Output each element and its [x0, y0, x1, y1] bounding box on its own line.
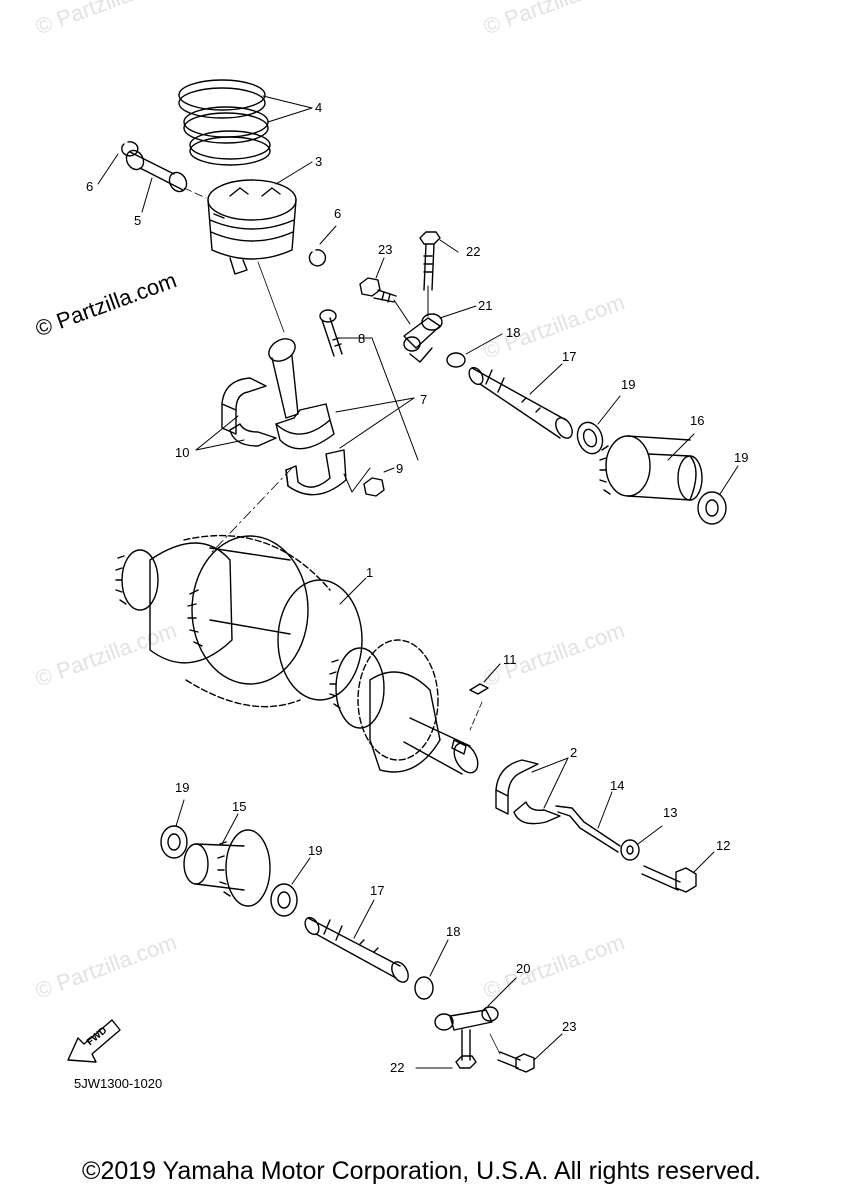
callout-7: 7 — [420, 392, 428, 407]
leader-17-upper — [529, 363, 563, 395]
connecting-rod[interactable] — [265, 334, 335, 450]
callout-23: 23 — [562, 1019, 577, 1034]
rod-bolt[interactable] — [319, 309, 343, 357]
callout-13: 13 — [663, 805, 678, 820]
callout-19: 19 — [621, 377, 636, 392]
bearing-19-lower-a[interactable] — [160, 825, 188, 859]
leader-15 — [221, 813, 239, 845]
callout-22: 22 — [466, 244, 481, 259]
leader-2 — [531, 757, 569, 809]
axis-piston-rod — [257, 261, 285, 333]
bearing-19-upper-b[interactable] — [697, 491, 727, 525]
callout-18: 18 — [506, 325, 521, 340]
key-11[interactable] — [469, 683, 489, 695]
bolt-23-lower[interactable] — [497, 1051, 535, 1073]
callout-18: 18 — [446, 924, 461, 939]
leader-19-lower-b — [291, 857, 311, 885]
bearing-19-upper-a[interactable] — [573, 419, 606, 457]
callout-3: 3 — [315, 154, 323, 169]
rod-bearings[interactable] — [221, 377, 277, 447]
leader-20 — [487, 977, 517, 1007]
main-bearings[interactable] — [495, 759, 561, 825]
callout-10: 10 — [175, 445, 190, 460]
gear-15[interactable] — [183, 829, 271, 907]
callout-23: 23 — [378, 242, 393, 257]
copyright-notice: ©2019 Yamaha Motor Corporation, U.S.A. A… — [82, 1157, 761, 1185]
shaft-17-lower[interactable] — [302, 915, 411, 985]
callout-17: 17 — [370, 883, 385, 898]
callout-19: 19 — [734, 450, 749, 465]
callout-21: 21 — [478, 298, 493, 313]
callout-1: 1 — [366, 565, 374, 580]
o-ring-18-lower[interactable] — [414, 976, 434, 1000]
leader-5 — [141, 177, 153, 213]
bolt-22-upper[interactable] — [419, 231, 441, 291]
callout-9: 9 — [396, 461, 404, 476]
leader-11 — [483, 663, 501, 683]
callout-11: 11 — [503, 652, 517, 667]
lever-20[interactable] — [434, 1006, 499, 1031]
leader-18-lower — [429, 939, 449, 977]
callout-4: 4 — [315, 100, 323, 115]
callout-14: 14 — [610, 778, 625, 793]
callout-12: 12 — [716, 838, 731, 853]
fwd-arrow-icon — [67, 1019, 121, 1063]
leader-1 — [339, 577, 367, 605]
leader-12 — [693, 851, 715, 873]
leader-23-lower — [533, 1033, 563, 1061]
leader-13 — [637, 825, 663, 845]
bolt-23-upper[interactable] — [359, 277, 397, 303]
callout-17: 17 — [562, 349, 577, 364]
leader-16 — [667, 433, 695, 461]
callout-20: 20 — [516, 961, 531, 976]
bolt-12[interactable] — [641, 865, 697, 893]
crankshaft[interactable] — [115, 534, 483, 777]
axis-lever-bolt — [489, 1033, 501, 1055]
leader-19-upper-b — [719, 465, 739, 495]
axis-key — [469, 701, 483, 731]
leaders-7-8-9 — [335, 337, 419, 493]
callout-6: 6 — [86, 179, 94, 194]
callout-2: 2 — [570, 745, 578, 760]
callout-22: 22 — [390, 1060, 405, 1075]
leader-4 — [262, 95, 313, 123]
leader-3 — [275, 161, 313, 185]
callout-19: 19 — [308, 843, 323, 858]
circlip-right[interactable] — [308, 249, 327, 267]
piston-pin[interactable] — [123, 147, 190, 194]
leader-19-lower-a — [175, 799, 185, 827]
circlip-left[interactable] — [121, 141, 139, 157]
callout-8: 8 — [358, 331, 366, 346]
rod-nut-9[interactable] — [363, 477, 385, 497]
leader-14 — [597, 791, 613, 829]
rod-cap[interactable] — [285, 449, 347, 496]
pin-axis — [183, 187, 207, 199]
lever-21[interactable] — [403, 313, 443, 363]
piston[interactable] — [207, 179, 297, 275]
callout-16: 16 — [690, 413, 705, 428]
leaders-21-22-23-18-upper — [375, 239, 503, 355]
callout-15: 15 — [232, 799, 247, 814]
leader-6b — [319, 225, 337, 245]
bolt-22-lower[interactable] — [455, 1029, 477, 1069]
shaft-17-upper[interactable] — [466, 365, 575, 441]
leader-17-lower — [353, 899, 375, 939]
gear-16[interactable] — [599, 435, 703, 501]
callout-6: 6 — [334, 206, 342, 221]
callout-5: 5 — [134, 213, 142, 228]
leader-6a — [97, 153, 119, 185]
diagram-code: 5JW1300-1020 — [74, 1076, 163, 1091]
leader-19-upper-a — [597, 395, 621, 425]
bearing-19-lower-b[interactable] — [270, 883, 298, 917]
washer-13[interactable] — [620, 839, 640, 861]
callout-19: 19 — [175, 780, 190, 795]
leader-10 — [195, 415, 245, 451]
piston-rings[interactable] — [178, 79, 271, 166]
oil-pipe-14[interactable] — [555, 805, 621, 853]
o-ring-18-upper[interactable] — [446, 352, 466, 368]
